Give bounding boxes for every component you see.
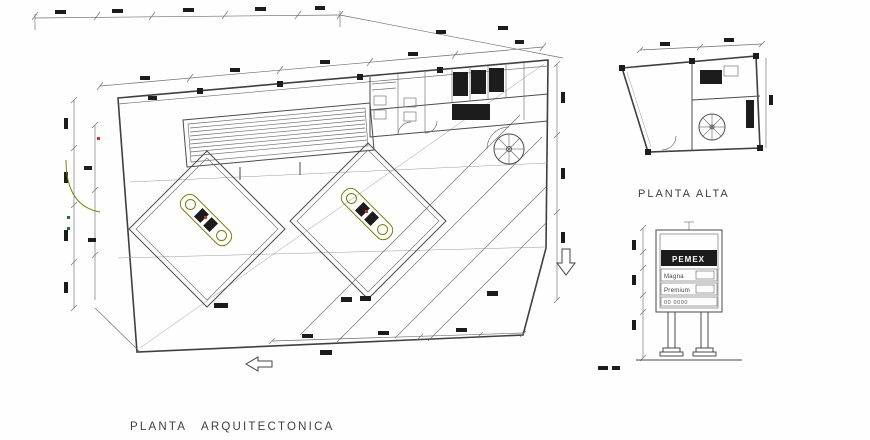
sign-price-row [660,268,718,282]
green-survey-mark [67,227,70,230]
duct-block [746,100,754,128]
red-survey-mark [97,137,100,140]
furniture-block [700,70,722,84]
canopy-square-1 [128,150,286,308]
pylon-sign-elevation: PEMEX Magna Premium 00 0000 [632,221,742,362]
wc-stall [471,70,486,94]
sign-post [700,311,709,349]
red-survey-mark [365,210,368,213]
upper-plan-title: PLANTA ALTA [638,188,730,200]
sign-digits: 00 0000 [664,300,688,306]
door-swing-arc [661,135,677,151]
driveway-lines [94,114,547,353]
main-plan-title-word2: ARQUITECTONICA [201,421,334,433]
sign-price-row [660,282,718,296]
sign-post [667,311,676,349]
restroom-block [369,63,549,138]
left-arrow-icon [245,356,273,372]
spiral-stair-main [486,126,525,165]
misc-annotation-marks [598,366,620,370]
upper-floor-plan [619,38,773,155]
green-survey-mark [67,216,70,219]
sign-product-1: Magna [664,274,684,280]
wc-stall [489,68,504,92]
left-dimension-chain [64,96,157,312]
red-survey-mark [204,216,207,219]
door-swing-arc [397,121,412,136]
pump-island-1 [179,193,233,247]
spiral-stair-upper [698,113,726,141]
store-building [182,102,375,180]
sign-product-2: Premium [664,288,690,294]
sign-brand-panel [661,250,717,266]
sign-brand-text: PEMEX [672,255,705,264]
bottom-dimension-chain [214,291,527,355]
sign-price-box [695,284,715,294]
pump-island-2 [340,187,394,241]
site-boundary [117,59,549,353]
top-dimension-chain [31,6,564,91]
door-swing-arc [424,120,438,134]
service-counter [452,104,490,120]
right-dimension-chain [553,60,565,304]
driveway-curb-arc [65,159,101,213]
down-arrow-icon [556,248,576,276]
sign-price-box [695,270,715,280]
sign-cabinet [655,229,723,313]
main-plan-title-word1: PLANTA [130,421,187,433]
wc-stall [453,72,468,96]
